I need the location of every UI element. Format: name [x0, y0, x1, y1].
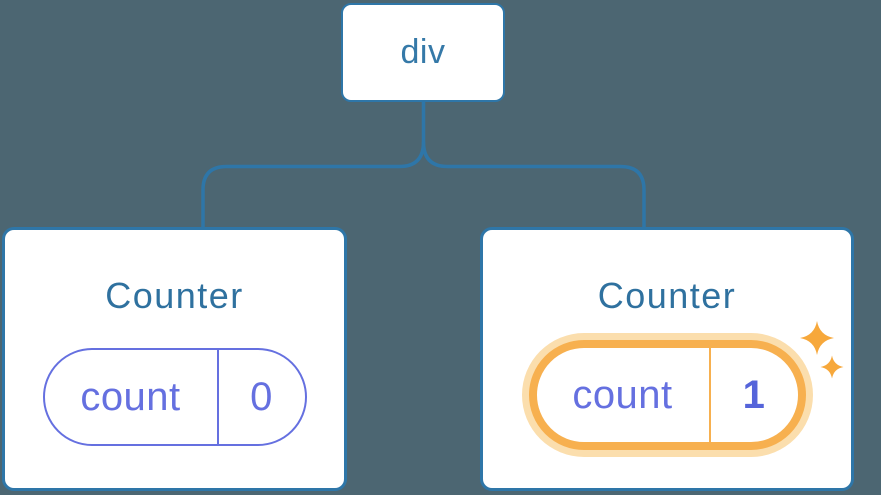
state-value: 1 [708, 348, 798, 443]
state-pill: count 0 [42, 348, 307, 447]
state-pill-highlighted: count 1 [528, 340, 806, 451]
state-name-label: count [572, 372, 673, 417]
state-value: 0 [216, 350, 305, 445]
sparkle-icon-small [820, 355, 844, 379]
component-title: Counter [597, 275, 737, 316]
connector-root-to-right-card [421, 101, 646, 228]
counter-card-right: Counter count 1 [480, 227, 854, 491]
sparkle-icon-large [800, 321, 834, 355]
root-node-label: div [400, 33, 446, 71]
root-node-div: div [341, 3, 505, 102]
component-title: Counter [105, 275, 244, 316]
state-name-label: count [80, 374, 181, 419]
counter-card-left: Counter count 0 [2, 227, 347, 491]
sparkle-icons [800, 321, 844, 379]
connector-root-to-left-card [201, 141, 426, 228]
